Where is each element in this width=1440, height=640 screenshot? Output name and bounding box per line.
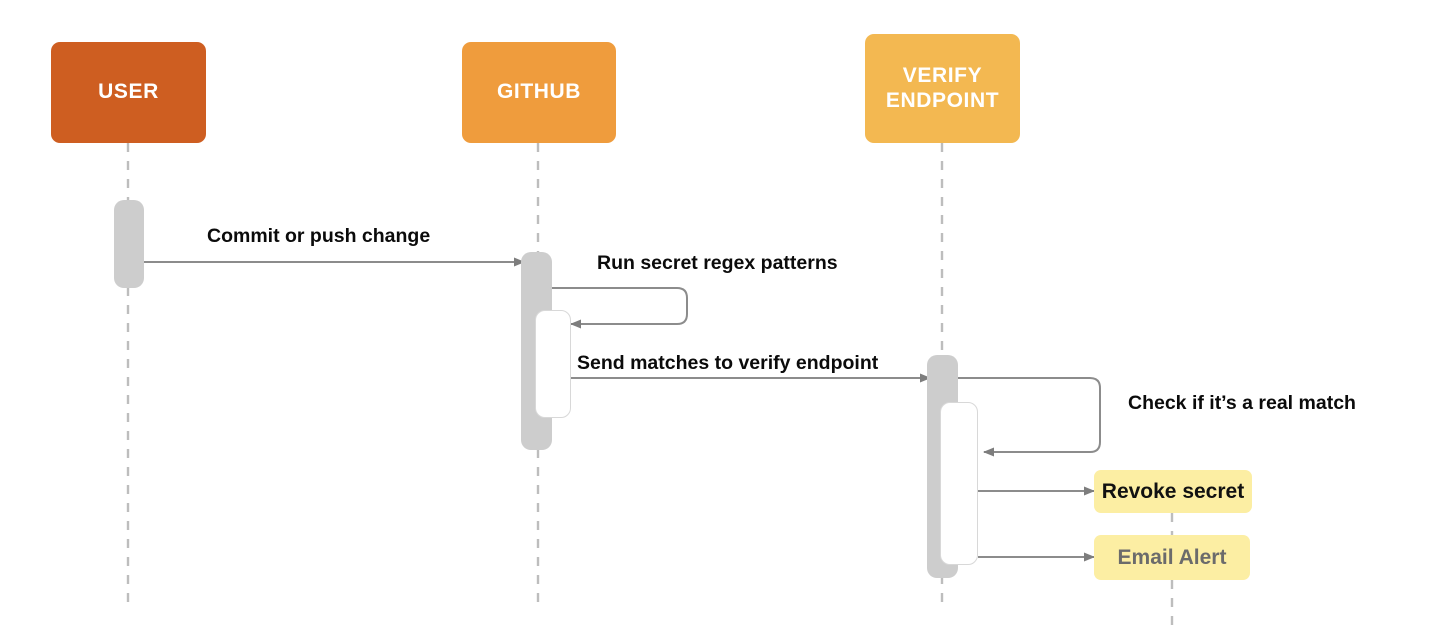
actor-box-verify-endpoint[interactable]: VERIFY ENDPOINT xyxy=(865,34,1020,143)
actor-label-verify-endpoint: VERIFY ENDPOINT xyxy=(886,64,999,114)
note-label-revoke-secret: Revoke secret xyxy=(1101,479,1245,503)
messages-group xyxy=(144,257,1101,562)
actor-label-verify-line-1: VERIFY xyxy=(902,63,983,87)
actor-box-github[interactable]: GITHUB xyxy=(462,42,616,143)
message-label-check-if-its-a-real-match: Check if it’s a real match xyxy=(1128,392,1356,414)
actor-label-github: GITHUB xyxy=(496,80,582,104)
message-label-run-secret-regex-patterns: Run secret regex patterns xyxy=(597,252,838,274)
note-label-email-alert: Email Alert xyxy=(1117,545,1227,569)
activation-bar-user[interactable] xyxy=(114,200,144,288)
message-arrow-check-match[interactable] xyxy=(958,377,1101,457)
note-box-revoke-secret[interactable]: Revoke secret xyxy=(1094,470,1252,513)
actor-label-user: USER xyxy=(98,80,159,104)
actor-label-verify-line-2: ENDPOINT xyxy=(885,88,1000,112)
lifelines-group xyxy=(126,143,1174,628)
actor-box-user[interactable]: USER xyxy=(51,42,206,143)
message-label-send-matches-to-verify-endpoint: Send matches to verify endpoint xyxy=(577,352,879,374)
note-box-email-alert[interactable]: Email Alert xyxy=(1094,535,1250,580)
message-arrow-run-regex[interactable] xyxy=(552,287,688,329)
message-label-commit-or-push-change: Commit or push change xyxy=(207,225,431,247)
activation-bar-verify-nested[interactable] xyxy=(940,402,978,565)
activation-bar-github-nested[interactable] xyxy=(535,310,571,418)
